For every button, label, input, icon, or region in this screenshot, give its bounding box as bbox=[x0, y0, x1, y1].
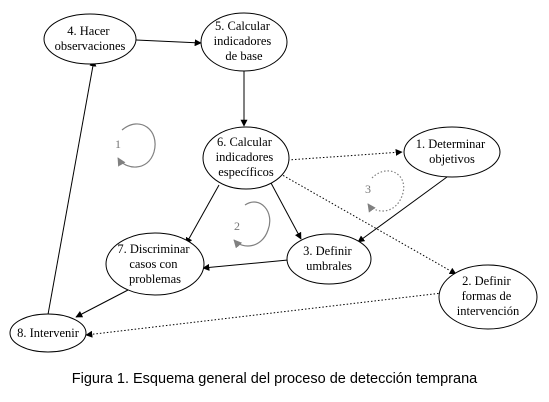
loop-2-arrow bbox=[233, 201, 271, 249]
svg-text:2. Definir formas de: 2. Definir formas de intervención bbox=[457, 274, 520, 318]
node-5-line-1: 5. Calcular bbox=[215, 19, 271, 33]
svg-text:1. Determinar objetivos: 1. Determinar objetivos bbox=[416, 137, 489, 166]
node-7: 7. Discriminar casos con problemas bbox=[105, 232, 205, 296]
node-3: 3. Definir umbrales bbox=[286, 233, 372, 285]
node-1-line-1: 1. Determinar bbox=[416, 137, 486, 151]
node-2-line-2: formas de bbox=[462, 289, 512, 303]
svg-text:7. Discriminar casos con: 7. Discriminar casos con problemas bbox=[117, 242, 192, 286]
svg-text:6. Calcular indicadores: 6. Calcular indicadores específicos bbox=[216, 135, 277, 179]
edge-4-to-5 bbox=[135, 39, 202, 47]
loop-1-label: 1 bbox=[115, 137, 121, 151]
edge-6-to-7 bbox=[185, 184, 220, 245]
edges-solid bbox=[46, 39, 448, 321]
node-4-line-1: 4. Hacer bbox=[67, 24, 110, 38]
node-7-line-3: problemas bbox=[129, 272, 181, 286]
edge-1-to-3 bbox=[357, 176, 448, 243]
node-4: 4. Hacer observaciones bbox=[43, 13, 137, 65]
loops bbox=[117, 123, 405, 249]
svg-text:8. Intervenir: 8. Intervenir bbox=[17, 326, 80, 340]
svg-text:4. Hacer observaciones: 4. Hacer observaciones bbox=[55, 24, 126, 53]
figure-caption: Figura 1. Esquema general del proceso de… bbox=[71, 371, 478, 387]
node-1-line-2: objetivos bbox=[429, 152, 475, 166]
node-8: 8. Intervenir bbox=[9, 313, 87, 353]
edge-3-to-7 bbox=[202, 259, 289, 271]
node-6-line-2: indicadores bbox=[216, 150, 274, 164]
svg-text:3. Definir umbrales: 3. Definir umbrales bbox=[303, 244, 355, 273]
node-3-line-2: umbrales bbox=[306, 259, 352, 273]
node-8-line-1: 8. Intervenir bbox=[17, 326, 80, 340]
node-5: 5. Calcular indicadores de base bbox=[200, 12, 288, 72]
node-7-line-1: 7. Discriminar bbox=[117, 242, 190, 256]
edges-dotted bbox=[85, 148, 457, 338]
node-2: 2. Definir formas de intervención bbox=[438, 264, 538, 330]
node-6: 6. Calcular indicadores específicos bbox=[202, 126, 290, 190]
svg-text:5. Calcular indicadores: 5. Calcular indicadores de base bbox=[214, 19, 275, 63]
node-6-line-1: 6. Calcular bbox=[217, 135, 273, 149]
node-6-line-3: específicos bbox=[218, 165, 274, 179]
node-7-line-2: casos con bbox=[129, 257, 178, 271]
loop-3-label: 3 bbox=[365, 182, 371, 196]
node-2-line-3: intervención bbox=[457, 304, 520, 318]
edge-2-to-8 bbox=[85, 292, 443, 338]
loop-3-arrow bbox=[367, 170, 405, 213]
node-3-line-1: 3. Definir bbox=[303, 244, 352, 258]
loop-1-arrow bbox=[117, 123, 156, 168]
edge-8-to-4 bbox=[46, 59, 97, 321]
node-1: 1. Determinar objetivos bbox=[403, 126, 501, 178]
edge-7-to-8 bbox=[75, 289, 129, 318]
node-5-line-3: de base bbox=[225, 49, 263, 63]
edge-6-to-2 bbox=[276, 171, 457, 275]
edge-6-to-1 bbox=[287, 148, 403, 161]
node-5-line-2: indicadores bbox=[214, 34, 272, 48]
loop-2-label: 2 bbox=[234, 219, 240, 233]
node-2-line-1: 2. Definir bbox=[462, 274, 511, 288]
node-4-line-2: observaciones bbox=[55, 39, 126, 53]
edge-6-to-3 bbox=[270, 182, 302, 240]
